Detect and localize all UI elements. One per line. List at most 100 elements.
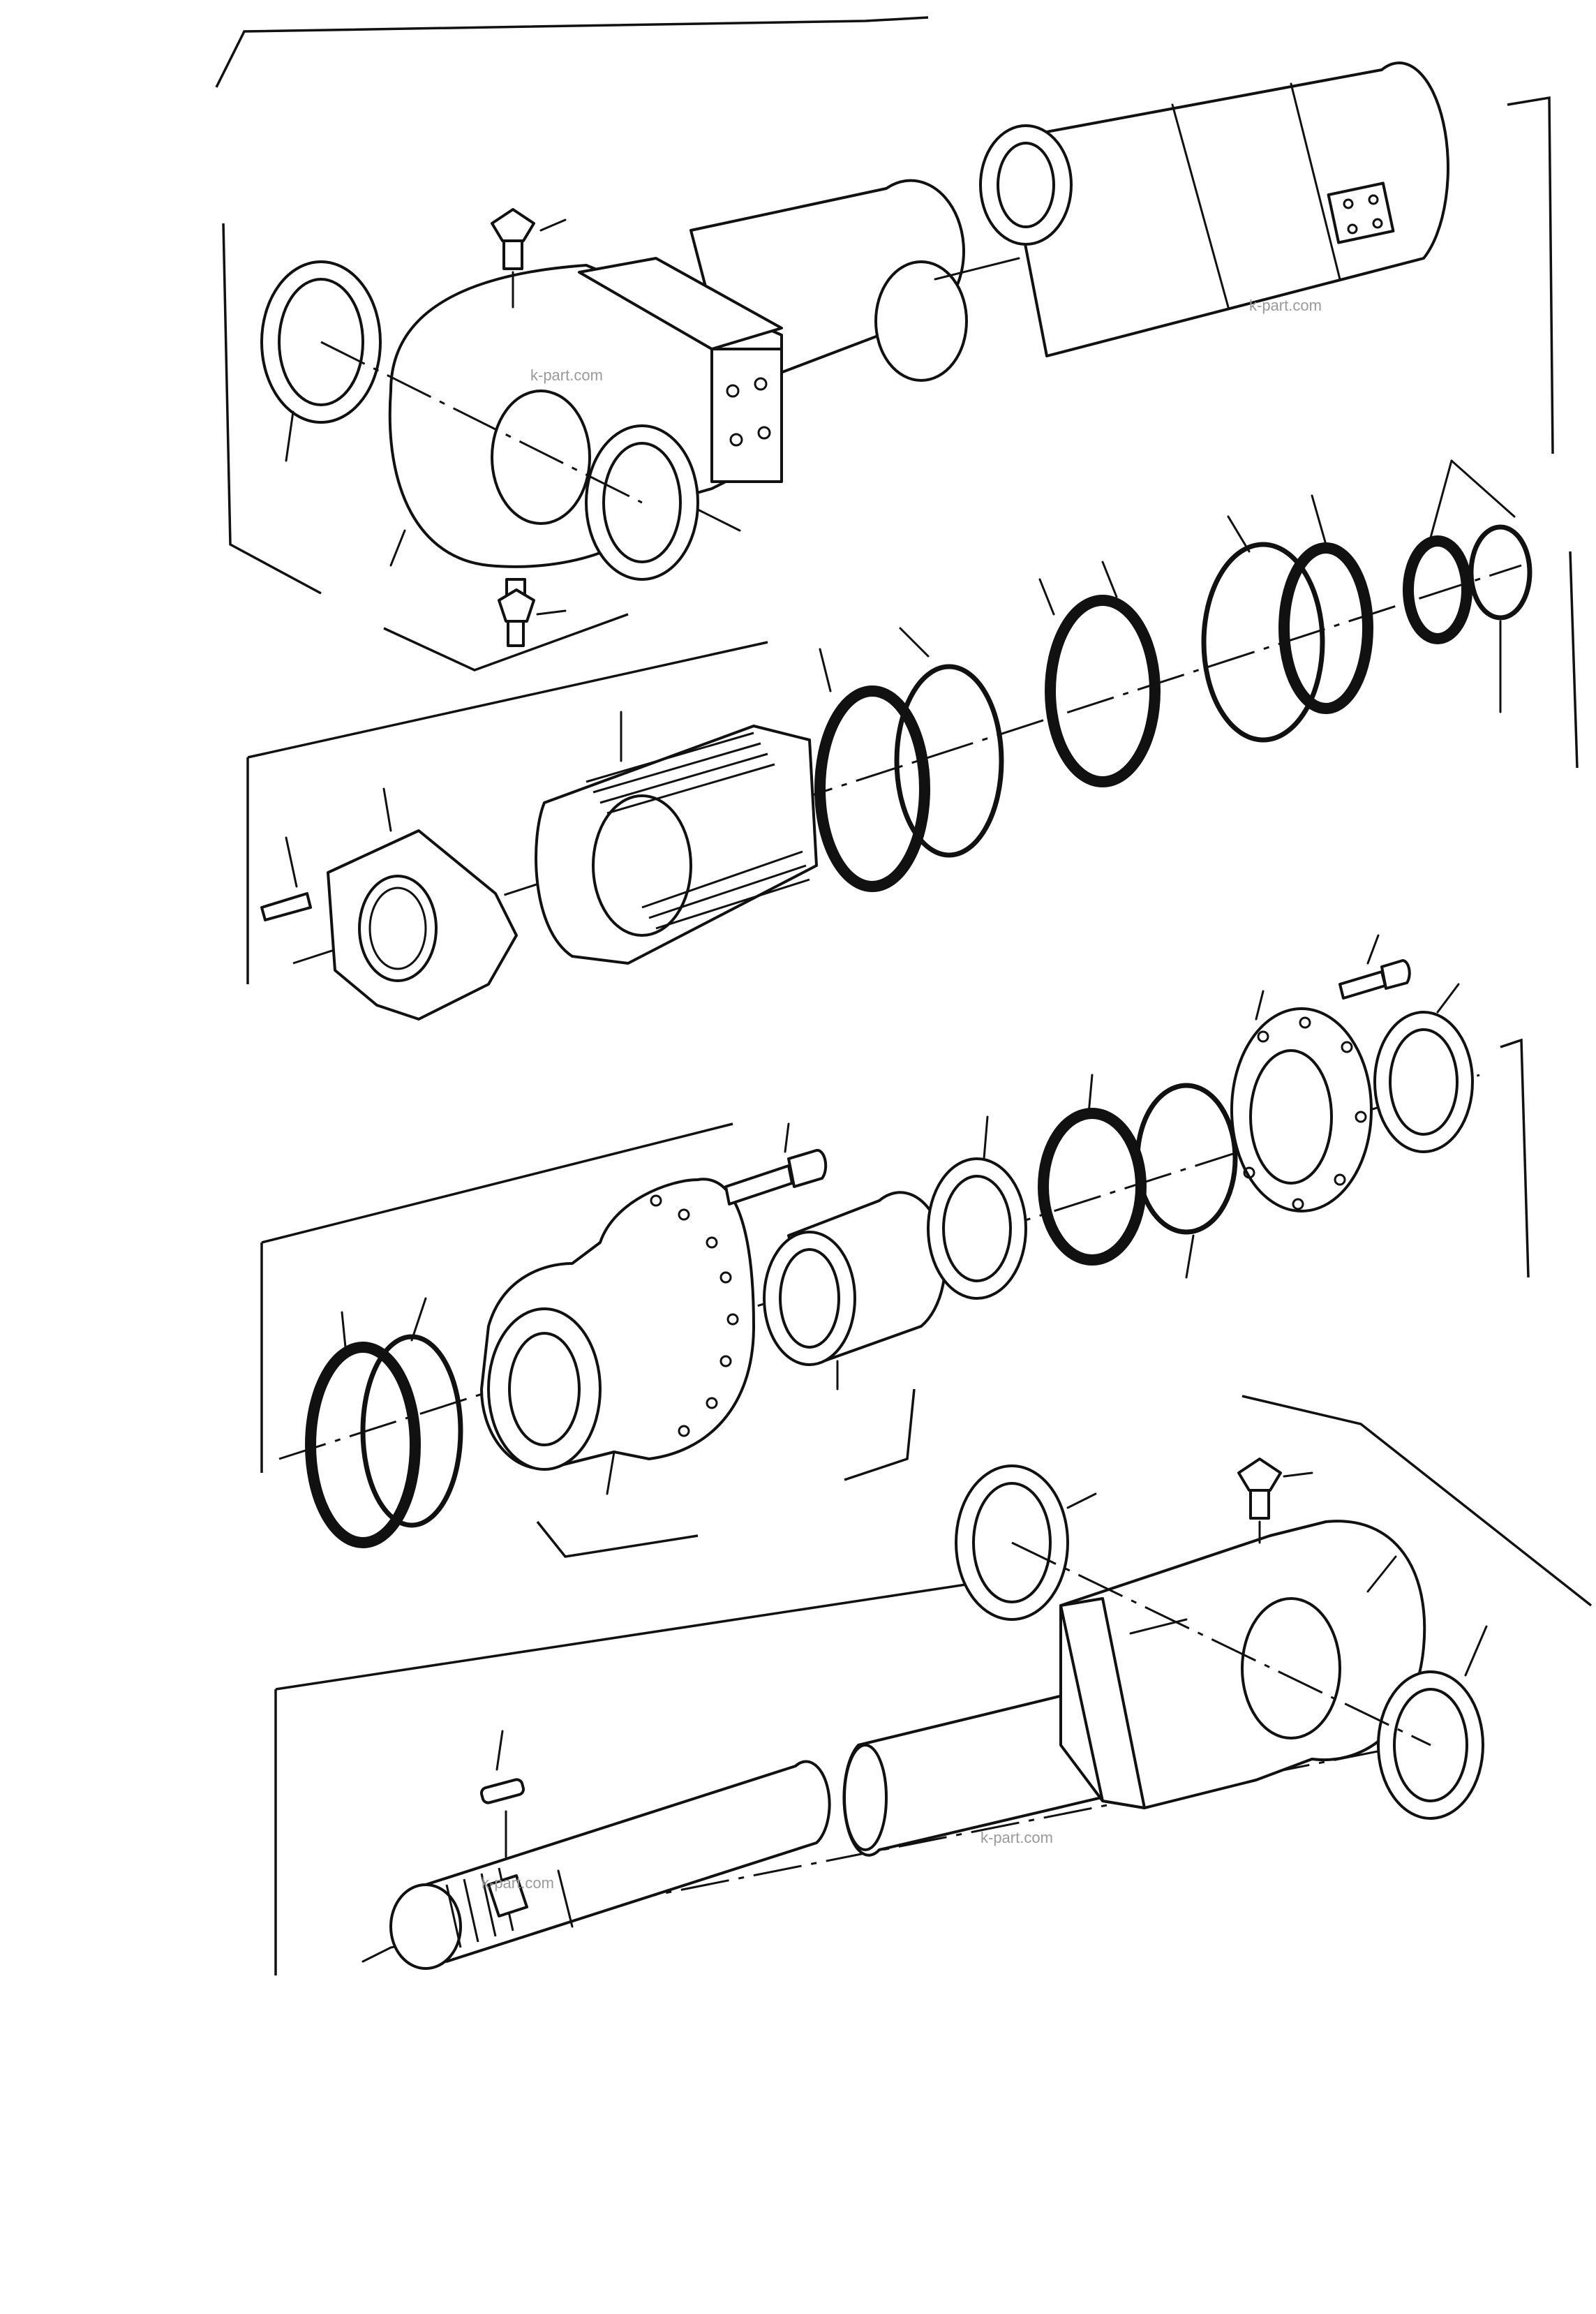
callout-leader bbox=[1101, 561, 1118, 598]
screw-shank bbox=[724, 1164, 793, 1206]
group-piston-rod: k-part.com k-part.com bbox=[274, 1395, 1593, 1975]
flange-bolt-hole bbox=[1334, 1173, 1346, 1186]
port-bolt-hole bbox=[1343, 198, 1354, 209]
rod-body-front bbox=[424, 1760, 831, 1963]
block-bolt-hole bbox=[754, 377, 768, 391]
guide-bush bbox=[763, 1191, 947, 1390]
head-flange bbox=[1230, 990, 1373, 1212]
barrel-band-line-1 bbox=[1171, 103, 1230, 309]
seal-ring bbox=[1403, 535, 1472, 644]
rod-eye bbox=[1059, 1520, 1426, 1809]
block-bolt-hole bbox=[726, 384, 740, 398]
group-cylinder-barrel: k-part.com k-part.com bbox=[215, 16, 1554, 672]
piston-axis bbox=[292, 564, 1522, 965]
bushing-inner bbox=[278, 278, 364, 406]
callout-leader bbox=[899, 627, 930, 658]
callout-leader bbox=[539, 218, 567, 232]
rod-eye-grease-nipple bbox=[1237, 1458, 1313, 1544]
rod-eye-side bbox=[1059, 1597, 1146, 1809]
piston bbox=[535, 711, 818, 965]
watermark: k-part.com bbox=[1249, 297, 1322, 314]
barrel-tube bbox=[979, 61, 1449, 357]
rear-eye-mount bbox=[388, 257, 783, 568]
piston-split-ring-1 bbox=[894, 627, 1004, 858]
rod-thread bbox=[445, 1867, 514, 1948]
nut-thread bbox=[358, 875, 438, 982]
nipple-hex bbox=[498, 588, 535, 623]
rear-pin-axis bbox=[320, 341, 643, 504]
screw-head bbox=[787, 1148, 828, 1188]
callout-leader bbox=[1283, 1471, 1313, 1478]
grease-nipple-top bbox=[491, 208, 567, 309]
callout-leader bbox=[983, 1115, 989, 1160]
rod-end-face bbox=[389, 1883, 462, 1970]
key-body bbox=[479, 1778, 525, 1804]
callout-leader bbox=[1450, 459, 1516, 518]
rod-seal-set bbox=[1403, 459, 1532, 713]
grease-nipple-bottom bbox=[498, 578, 567, 647]
frame-left-line bbox=[222, 223, 322, 595]
seal-ring bbox=[1468, 524, 1532, 621]
frame-top-line bbox=[215, 16, 929, 88]
flange-bolt-hole bbox=[1341, 1041, 1353, 1053]
callout-leader bbox=[784, 1122, 790, 1153]
ring-outer bbox=[1278, 542, 1373, 714]
rod-front-section bbox=[361, 1760, 831, 1970]
rod-seal bbox=[927, 1115, 1027, 1300]
callout-leader bbox=[1087, 1074, 1094, 1115]
o-ring-body bbox=[1135, 1083, 1238, 1235]
wiper-bore bbox=[1389, 1028, 1459, 1136]
nut-body bbox=[327, 829, 518, 1021]
piston-ring-2 bbox=[1038, 561, 1161, 787]
gland-bolt-hole bbox=[706, 1397, 718, 1409]
callout-leader bbox=[361, 1946, 392, 1963]
rod-rear-cut bbox=[843, 1744, 888, 1851]
rod-rear-section bbox=[842, 1688, 1118, 1857]
frame-right-line bbox=[1507, 96, 1554, 454]
gland-head bbox=[480, 1178, 755, 1495]
callout-leader bbox=[1366, 1555, 1397, 1593]
watermark: k-part.com bbox=[530, 366, 603, 384]
rear-bushing-left bbox=[260, 260, 382, 462]
frame-step-line bbox=[844, 1388, 916, 1481]
frame-right-line bbox=[1500, 1038, 1530, 1278]
barrel-port-flange bbox=[1327, 181, 1395, 244]
gland-bolt-hole bbox=[706, 1236, 718, 1249]
gland-bolt-hole bbox=[726, 1313, 739, 1326]
callout-leader bbox=[1185, 1234, 1195, 1279]
callout-leader bbox=[606, 1451, 616, 1495]
screw-shank bbox=[1338, 970, 1387, 1000]
gland-bolt-hole bbox=[719, 1355, 732, 1367]
flange-body bbox=[1230, 1007, 1373, 1212]
callout-leader bbox=[1038, 578, 1055, 616]
gland-bolt-hole bbox=[678, 1208, 690, 1221]
gland-bolt-hole bbox=[650, 1194, 662, 1207]
bush-bore bbox=[779, 1248, 840, 1349]
callout-leader bbox=[536, 609, 567, 616]
piston-bore bbox=[592, 794, 692, 937]
bush-end bbox=[763, 1231, 856, 1366]
callout-leader bbox=[410, 1297, 427, 1342]
cap-screw-left bbox=[724, 1122, 828, 1206]
backup-ring-1 bbox=[1038, 1074, 1147, 1266]
callout-leader bbox=[285, 410, 294, 462]
flange-bolt-hole bbox=[1243, 1166, 1255, 1179]
bushing-inner bbox=[1393, 1688, 1468, 1802]
barrel-band-line-2 bbox=[1290, 82, 1341, 281]
callout-leader bbox=[1255, 990, 1265, 1021]
callout-leader bbox=[1436, 983, 1460, 1014]
gland-bolt-hole bbox=[678, 1425, 690, 1437]
callout-leader bbox=[389, 529, 406, 567]
backup-ring bbox=[1038, 1108, 1147, 1266]
barrel-tube-body bbox=[1004, 61, 1449, 357]
wiper-ring-inner bbox=[360, 1334, 463, 1528]
gland-bolt-hole bbox=[719, 1271, 732, 1284]
callout-leader bbox=[1366, 934, 1380, 965]
callout-leader bbox=[495, 1730, 504, 1771]
port-bolt-hole bbox=[1372, 218, 1383, 229]
rod-key bbox=[479, 1730, 525, 1858]
frame-bottom-line bbox=[536, 1520, 699, 1558]
front-tube-axis bbox=[934, 257, 1020, 281]
cap-screw-right bbox=[1338, 934, 1411, 1000]
